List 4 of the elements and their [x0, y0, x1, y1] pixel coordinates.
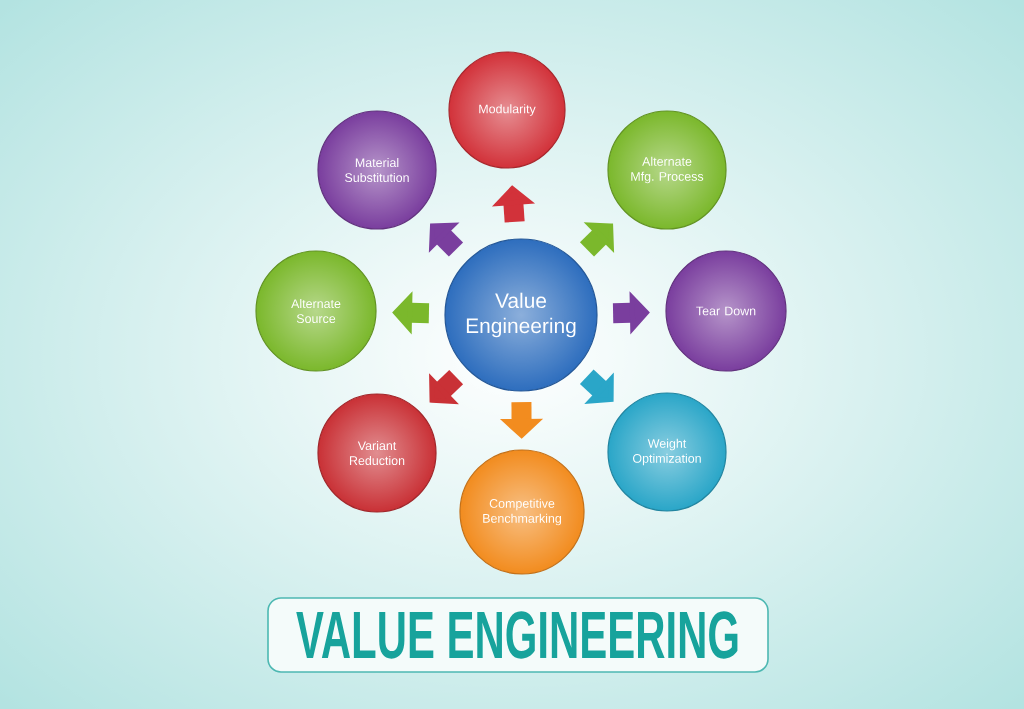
block-arrow	[579, 369, 614, 404]
block-arrow	[429, 369, 464, 405]
title-banner: VALUE ENGINEERING	[267, 597, 769, 673]
block-arrow	[428, 222, 464, 257]
